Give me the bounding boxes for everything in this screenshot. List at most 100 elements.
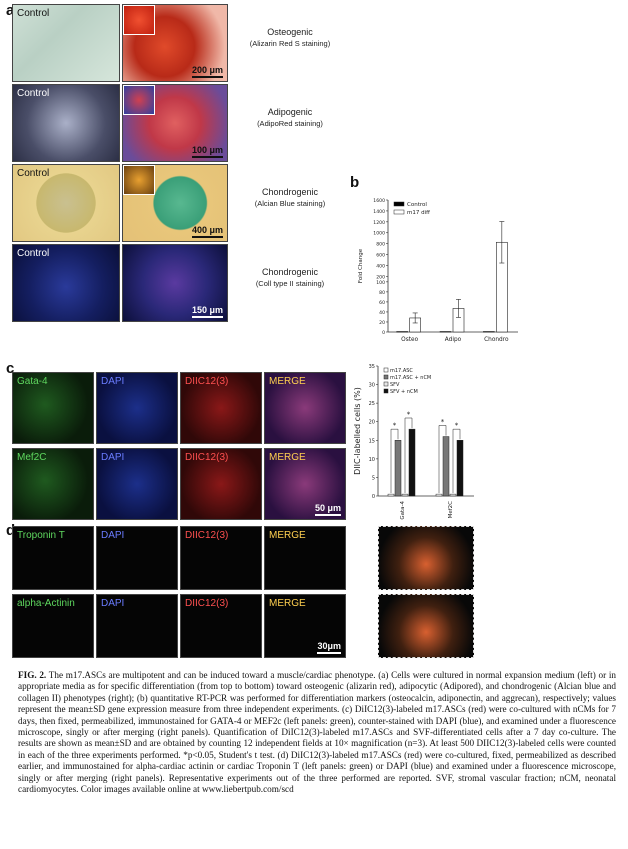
bar <box>396 331 408 333</box>
channel-label: Gata-4 <box>17 376 48 387</box>
y-tick-label: 800 <box>376 242 385 248</box>
panel-a-differentiated-image: 400 μm <box>122 164 228 242</box>
legend-swatch <box>383 367 389 373</box>
channel-label: MERGE <box>269 452 306 463</box>
channel-label: DIIC12(3) <box>185 530 229 541</box>
x-tick-label: Osteo <box>401 337 418 343</box>
diic-channel-image: DIIC12(3) <box>180 594 262 658</box>
caption-text: The m17.ASCs are multipotent and can be … <box>18 670 616 795</box>
panel-b-bar-chart: 0204060801002004006008001000120014001600… <box>358 198 518 343</box>
scale-bar-line <box>191 156 223 158</box>
merge-image: MERGE <box>264 372 346 444</box>
scale-bar-label: 50 μm <box>314 503 341 513</box>
stain-label: Osteogenic(Alizarin Red S staining) <box>230 26 350 50</box>
inset-image <box>123 85 155 115</box>
diic-channel-image: DIIC12(3) <box>180 372 262 444</box>
marker-channel-image: Troponin T <box>12 526 94 590</box>
y-tick-label: 1400 <box>373 209 385 215</box>
channel-label: DIIC12(3) <box>185 376 229 387</box>
legend-swatch <box>383 374 389 380</box>
stain-label: Adipogenic(AdipoRed staining) <box>230 106 350 130</box>
y-tick-label: 0 <box>382 330 385 336</box>
y-tick-label: 1600 <box>373 198 385 204</box>
legend-label: m17 diff <box>407 210 430 216</box>
legend-label: Control <box>407 202 427 208</box>
scale-bar-label: 100 μm <box>191 145 223 155</box>
y-axis-label: DIIC-labelled cells (%) <box>353 387 362 475</box>
stain-name: Chondrogenic <box>261 267 319 277</box>
significance-star: * <box>441 418 445 426</box>
channel-label: DAPI <box>101 598 125 609</box>
scale-bar: 150 μm <box>191 305 223 318</box>
stain-method: (Coll type II staining) <box>255 279 325 288</box>
channel-label: MERGE <box>269 530 306 541</box>
panel-d-letter: d <box>6 522 16 539</box>
panel-a-control-image: Control <box>12 164 120 242</box>
scale-bar: 50 μm <box>314 503 341 516</box>
panel-c-letter: c <box>6 360 15 377</box>
panel-a-differentiated-image: 100 μm <box>122 84 228 162</box>
channel-label: MERGE <box>269 598 306 609</box>
scale-bar-line <box>317 652 341 654</box>
channel-label: Troponin T <box>17 530 65 541</box>
dapi-channel-image: DAPI <box>96 594 178 658</box>
control-label: Control <box>17 8 50 19</box>
channel-label: DIIC12(3) <box>185 452 229 463</box>
x-tick-label: Adipo <box>445 337 462 343</box>
stain-method: (Alcian Blue staining) <box>254 199 326 208</box>
y-tick-label: 30 <box>369 383 375 389</box>
y-tick-label: 15 <box>369 438 375 444</box>
legend-label: m17.ASC + nCM <box>390 375 431 381</box>
bar <box>456 440 464 497</box>
caption-figure-number: FIG. 2. <box>18 670 47 680</box>
stain-name: Osteogenic <box>267 27 313 37</box>
scale-bar-line <box>191 236 223 238</box>
channel-label: DIIC12(3) <box>185 598 229 609</box>
merge-image: MERGE 50 μm <box>264 448 346 520</box>
bar <box>401 493 409 497</box>
panel-a-letter: a <box>6 2 15 19</box>
y-tick-label: 40 <box>379 310 385 316</box>
legend-swatch <box>393 209 405 215</box>
y-tick-label: 20 <box>369 420 375 426</box>
y-tick-label: 20 <box>379 320 385 326</box>
legend-swatch <box>383 388 389 394</box>
y-tick-label: 60 <box>379 300 385 306</box>
y-tick-label: 1000 <box>373 231 385 237</box>
control-label: Control <box>17 88 50 99</box>
bar <box>435 493 443 497</box>
channel-label: Mef2C <box>17 452 47 463</box>
stain-method: (AdipoRed staining) <box>257 119 323 128</box>
panel-a-control-image: Control <box>12 4 120 82</box>
x-tick-label: Chondro <box>484 337 509 343</box>
stain-name: Chondrogenic <box>261 187 319 197</box>
control-label: Control <box>17 168 50 179</box>
scale-bar-label: 150 μm <box>191 305 223 315</box>
scale-bar-label: 200 μm <box>191 65 223 75</box>
scale-bar: 200 μm <box>191 65 223 78</box>
merge-image: MERGE 30μm <box>264 594 346 658</box>
legend-label: SFV <box>390 382 400 388</box>
control-label: Control <box>17 248 50 259</box>
dapi-channel-image: DAPI <box>96 372 178 444</box>
significance-bracket <box>452 428 461 494</box>
merge-image: MERGE <box>264 526 346 590</box>
dapi-channel-image: DAPI <box>96 448 178 520</box>
legend-label: m17.ASC <box>390 368 413 374</box>
y-axis-label: Fold Change <box>358 248 364 283</box>
channel-label: MERGE <box>269 376 306 387</box>
panel-b-letter: b <box>350 174 360 191</box>
bar <box>442 436 450 497</box>
inset-image <box>123 5 155 35</box>
diic-channel-image: DIIC12(3) <box>180 526 262 590</box>
panel-a-differentiated-image: 150 μm <box>122 244 228 322</box>
bar <box>408 428 416 497</box>
bar <box>394 440 402 497</box>
stain-label: Chondrogenic (Coll type II staining) <box>230 266 350 290</box>
scale-bar-label: 30μm <box>317 641 341 651</box>
stain-label: Chondrogenic (Alcian Blue staining) <box>230 186 350 210</box>
y-tick-label: 25 <box>369 401 375 407</box>
y-tick-label: 400 <box>376 263 385 269</box>
